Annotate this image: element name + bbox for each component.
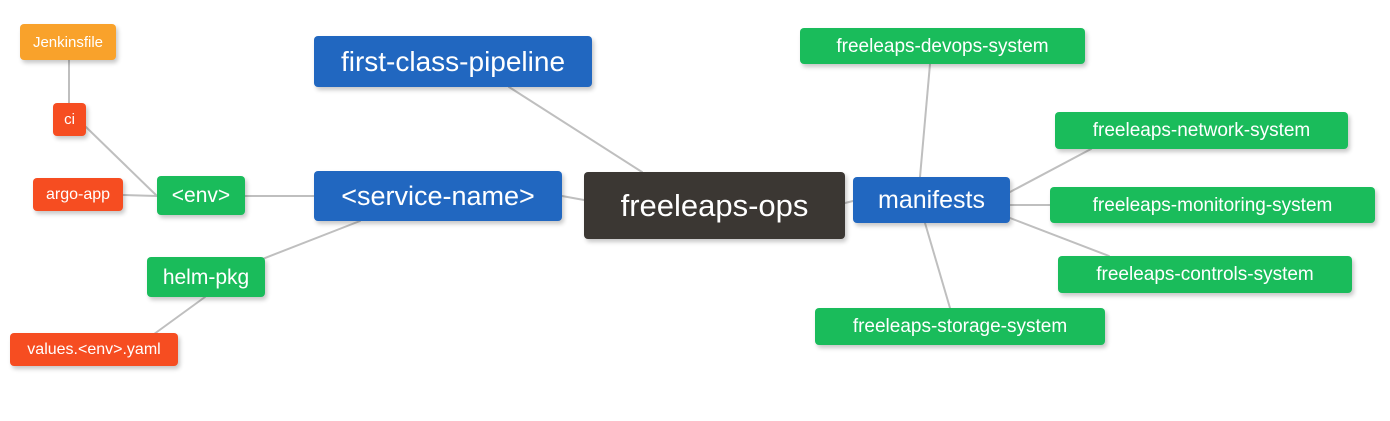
mindmap-node-helm-pkg[interactable]: helm-pkg <box>147 257 265 297</box>
mindmap-node-freeleaps-monitoring-system[interactable]: freeleaps-monitoring-system <box>1050 187 1375 223</box>
mindmap-node-freeleaps-network-system[interactable]: freeleaps-network-system <box>1055 112 1348 149</box>
mindmap-node-label: values.<env>.yaml <box>27 340 161 358</box>
mindmap-node-label: <service-name> <box>341 180 535 211</box>
mindmap-node-ci[interactable]: ci <box>53 103 86 136</box>
edge-first-class-pipeline-to-freeleaps-ops <box>508 86 643 173</box>
mindmap-node-label: freeleaps-ops <box>620 188 809 223</box>
mindmap-node-freeleaps-storage-system[interactable]: freeleaps-storage-system <box>815 308 1105 345</box>
mindmap-node-label: manifests <box>878 185 985 214</box>
mindmap-node-label: argo-app <box>45 185 111 203</box>
edge-service-name-to-freeleaps-ops <box>561 195 585 201</box>
edge-freeleaps-ops-to-manifests <box>844 200 854 204</box>
mindmap-node-label: <env> <box>171 184 231 207</box>
edge-manifests-to-freeleaps-controls-system <box>1009 217 1110 257</box>
edge-manifests-to-freeleaps-devops-system <box>919 63 931 178</box>
mindmap-node-label: freeleaps-monitoring-system <box>1092 194 1333 216</box>
edge-values-yaml-to-helm-pkg <box>149 296 206 338</box>
mindmap-node-label: Jenkinsfile <box>32 33 104 51</box>
mindmap-node-jenkinsfile[interactable]: Jenkinsfile <box>20 24 116 60</box>
mindmap-node-label: freeleaps-devops-system <box>836 35 1049 57</box>
mindmap-node-label: ci <box>64 111 75 128</box>
mindmap-node-label: freeleaps-network-system <box>1092 120 1311 141</box>
mindmap-node-freeleaps-controls-system[interactable]: freeleaps-controls-system <box>1058 256 1352 293</box>
mindmap-node-label: freeleaps-storage-system <box>852 316 1068 337</box>
mindmap-node-label: helm-pkg <box>162 265 250 289</box>
mindmap-node-argo-app[interactable]: argo-app <box>33 178 123 211</box>
mindmap-node-service-name[interactable]: <service-name> <box>314 171 562 221</box>
mindmap-node-freeleaps-ops[interactable]: freeleaps-ops <box>584 172 845 239</box>
mindmap-node-values-yaml[interactable]: values.<env>.yaml <box>10 333 178 366</box>
edge-argo-app-to-env <box>122 194 158 197</box>
edge-manifests-to-freeleaps-network-system <box>1009 148 1092 193</box>
mindmap-node-label: first-class-pipeline <box>340 45 566 77</box>
mindmap-node-first-class-pipeline[interactable]: first-class-pipeline <box>314 36 592 87</box>
mindmap-node-manifests[interactable]: manifests <box>853 177 1010 223</box>
mindmap-node-freeleaps-devops-system[interactable]: freeleaps-devops-system <box>800 28 1085 64</box>
edge-manifests-to-freeleaps-storage-system <box>924 222 951 309</box>
mindmap-node-env[interactable]: <env> <box>157 176 245 215</box>
mindmap-node-label: freeleaps-controls-system <box>1096 264 1314 285</box>
